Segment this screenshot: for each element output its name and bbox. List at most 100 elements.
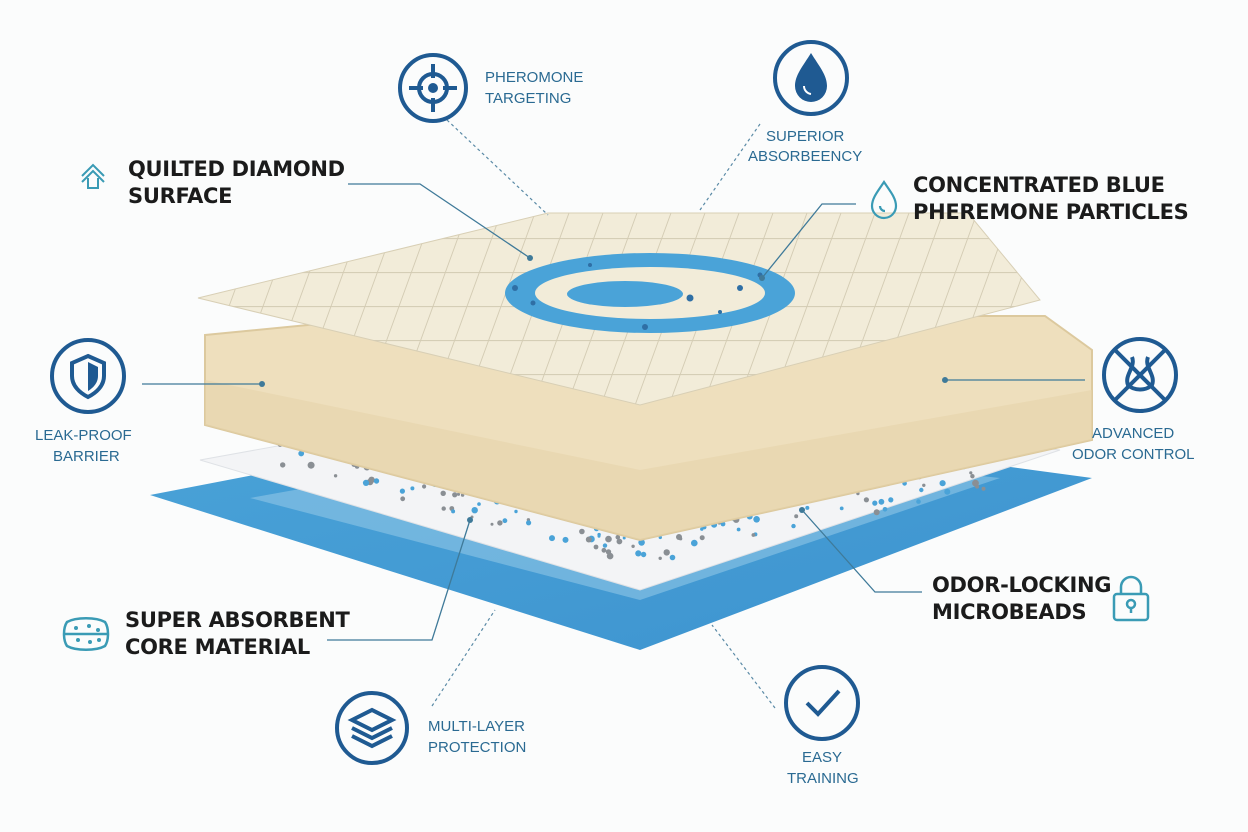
microbead bbox=[441, 506, 446, 511]
microbead bbox=[526, 520, 532, 526]
microbead bbox=[497, 520, 503, 526]
microbead bbox=[477, 502, 481, 506]
microbead bbox=[549, 535, 555, 542]
microbead bbox=[736, 527, 741, 532]
microbead bbox=[863, 497, 870, 503]
microbead bbox=[440, 490, 446, 496]
padlock-icon bbox=[1112, 575, 1150, 622]
microbead bbox=[872, 500, 878, 506]
microbead bbox=[944, 488, 951, 495]
microbead bbox=[605, 535, 612, 543]
microbead bbox=[676, 534, 682, 540]
microbead bbox=[579, 528, 585, 535]
microbead bbox=[622, 536, 626, 540]
microbead bbox=[514, 509, 518, 514]
leader-absorbency bbox=[699, 123, 761, 211]
microbead bbox=[585, 536, 592, 543]
microbead bbox=[873, 509, 880, 516]
pheromone-particles bbox=[512, 263, 763, 330]
microbead bbox=[916, 499, 921, 504]
leader-multi-layer bbox=[431, 609, 496, 707]
double-arrow-up-icon bbox=[81, 163, 105, 189]
microbead bbox=[562, 536, 569, 543]
shield-icon bbox=[50, 338, 126, 414]
microbead bbox=[615, 534, 621, 540]
microbead bbox=[602, 543, 608, 548]
microbead bbox=[399, 488, 405, 494]
microbead bbox=[280, 462, 286, 468]
drop-outline-icon bbox=[870, 180, 898, 220]
microbead bbox=[981, 486, 986, 491]
microbead bbox=[658, 556, 662, 560]
microbead bbox=[878, 498, 885, 505]
microbead bbox=[699, 535, 705, 541]
microbead bbox=[422, 484, 427, 489]
target-icon bbox=[398, 53, 468, 123]
microbead bbox=[452, 492, 458, 498]
microbead bbox=[794, 514, 799, 519]
water-drop-icon bbox=[773, 40, 849, 116]
layers-icon bbox=[335, 691, 409, 765]
pheromone-target-center bbox=[567, 281, 683, 307]
microbead bbox=[616, 538, 623, 545]
microbead bbox=[333, 474, 338, 478]
microbead bbox=[373, 478, 380, 484]
microbead bbox=[410, 486, 415, 491]
microbead bbox=[969, 471, 973, 475]
microbead bbox=[753, 516, 760, 523]
microbead bbox=[635, 550, 642, 557]
sponge-icon bbox=[62, 617, 110, 651]
microbead bbox=[471, 507, 478, 514]
microbead bbox=[882, 507, 888, 512]
microbead bbox=[456, 492, 461, 496]
microbead bbox=[975, 484, 980, 489]
leader-particles bbox=[761, 203, 856, 279]
microbead bbox=[606, 552, 614, 560]
checkmark-icon bbox=[784, 665, 860, 741]
microbead bbox=[631, 544, 635, 548]
microbead bbox=[490, 522, 494, 526]
microbead bbox=[919, 487, 924, 493]
microbead bbox=[700, 527, 704, 531]
microbead bbox=[307, 461, 315, 469]
microbead bbox=[368, 476, 375, 483]
leader-pheromone-targeting bbox=[446, 119, 549, 216]
microbead bbox=[805, 505, 810, 510]
microbead bbox=[601, 547, 607, 553]
microbead bbox=[640, 551, 647, 558]
microbead bbox=[970, 474, 975, 479]
microbead bbox=[888, 497, 894, 503]
microbead bbox=[400, 496, 406, 502]
leader-microbeads bbox=[801, 509, 922, 593]
microbead bbox=[939, 480, 946, 487]
leader-quilted bbox=[348, 183, 531, 259]
microbead bbox=[362, 479, 370, 486]
leader-easy-training bbox=[711, 624, 776, 709]
microbead bbox=[298, 450, 305, 457]
leader-core bbox=[327, 519, 471, 641]
microbead bbox=[669, 554, 676, 561]
microbead bbox=[597, 534, 601, 538]
microbead bbox=[922, 483, 926, 487]
microbead bbox=[451, 509, 456, 514]
microbead bbox=[593, 544, 599, 550]
core-front-shade bbox=[205, 380, 1092, 540]
microbead bbox=[751, 533, 756, 537]
microbead bbox=[502, 518, 508, 524]
no-odor-icon bbox=[1102, 337, 1178, 413]
microbead bbox=[663, 549, 670, 556]
microbead bbox=[839, 506, 844, 511]
microbead bbox=[791, 523, 796, 529]
microbead bbox=[691, 539, 698, 547]
